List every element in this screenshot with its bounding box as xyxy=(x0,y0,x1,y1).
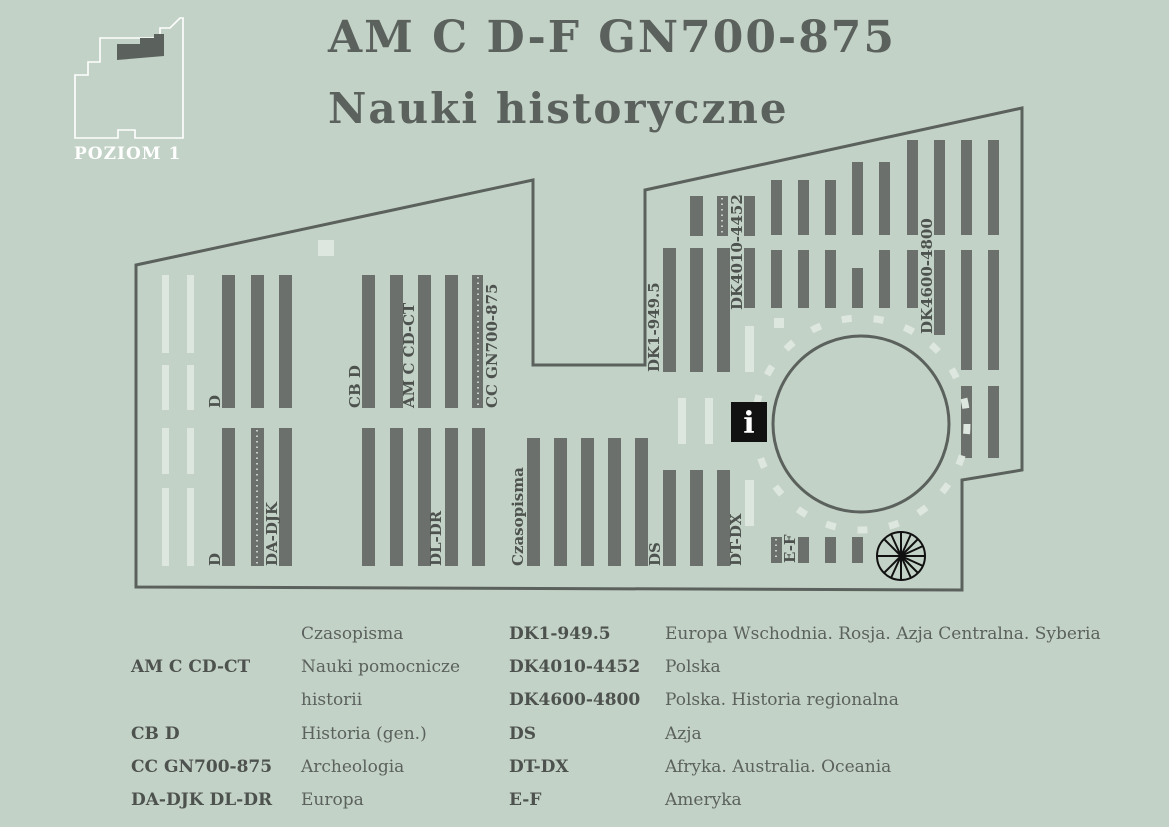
legend-code: DT-DX xyxy=(509,757,569,777)
legend-code: DA-DJK DL-DR xyxy=(131,790,273,810)
page-subtitle: Nauki historyczne xyxy=(328,84,789,133)
legend-code: DK4600-4800 xyxy=(509,690,641,710)
shelf-label-dk4010: DK4010-4452 xyxy=(728,194,746,310)
shelf-label-d-lower: D xyxy=(206,553,224,566)
legend-desc: Historia (gen.) xyxy=(301,724,427,744)
legend-desc: Polska. Historia regionalna xyxy=(665,690,899,710)
page-title: AM C D-F GN700-875 xyxy=(328,12,897,63)
staircase-icon xyxy=(876,531,926,581)
legend-desc: Czasopisma xyxy=(301,624,404,644)
dotted-shelf-marks xyxy=(256,198,777,564)
shelf-label-am-c-cd-ct: AM C CD-CT xyxy=(400,302,418,409)
legend-code: DS xyxy=(509,724,537,744)
svg-text:i: i xyxy=(743,406,754,441)
shelf-label-da-djk: DA-DJK xyxy=(263,501,281,566)
light-shelves-left xyxy=(162,240,334,566)
legend-desc: Azja xyxy=(665,724,702,744)
shelf-label-dl-dr: DL-DR xyxy=(427,510,445,566)
light-shelves-center xyxy=(678,318,784,526)
shelf-label-d-upper: D xyxy=(206,395,224,408)
legend-code: CC GN700-875 xyxy=(131,757,273,777)
level-label: POZIOM 1 xyxy=(74,144,182,164)
level-thumbnail xyxy=(74,17,184,139)
legend-desc: Archeologia xyxy=(301,757,405,777)
floor-plan: i D CB D AM C CD-CT CC GN700-875 D DA-DJ… xyxy=(74,17,1024,592)
shelves xyxy=(222,140,999,566)
shelf-label-czasopisma: Czasopisma xyxy=(509,467,527,566)
legend-desc: Ameryka xyxy=(665,790,742,810)
legend-code: E-F xyxy=(509,790,542,810)
legend-desc: Europa Wschodnia. Rosja. Azja Centralna.… xyxy=(665,624,1101,644)
legend-desc: Afryka. Australia. Oceania xyxy=(665,757,892,777)
shelf-label-cb-d: CB D xyxy=(346,365,364,408)
legend-code: DK4010-4452 xyxy=(509,657,641,677)
information-icon[interactable]: i xyxy=(731,402,767,442)
legend-desc: historii xyxy=(301,690,363,710)
shelf-label-dk1: DK1-949.5 xyxy=(645,282,663,372)
shelf-label-e-f: E-F xyxy=(781,534,799,563)
legend-desc: Polska xyxy=(665,657,721,677)
legend-code: AM C CD-CT xyxy=(131,657,251,677)
shelf-label-dt-dx: DT-DX xyxy=(727,513,745,566)
shelf-label-cc-gn700-875: CC GN700-875 xyxy=(483,284,501,408)
floor-outline xyxy=(134,106,1024,592)
legend-code: DK1-949.5 xyxy=(509,624,611,644)
rotunda xyxy=(751,314,971,534)
legend-desc: Europa xyxy=(301,790,364,810)
legend-desc: Nauki pomocnicze xyxy=(301,657,461,677)
legend-code: CB D xyxy=(131,724,180,744)
shelf-label-ds: DS xyxy=(646,542,664,566)
shelf-label-dk4600: DK4600-4800 xyxy=(918,218,936,334)
